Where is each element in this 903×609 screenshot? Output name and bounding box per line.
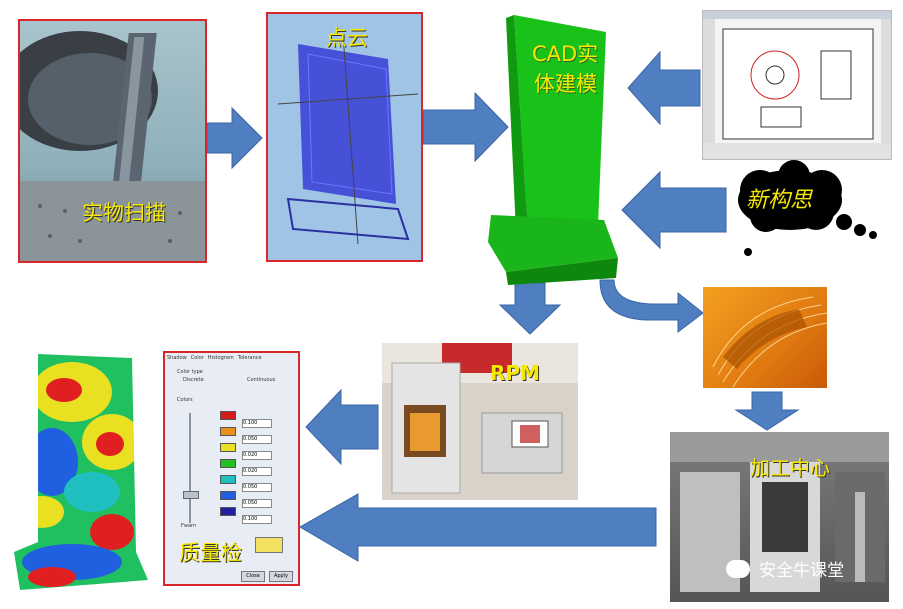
cad-model: CAD实 体建模 bbox=[486, 10, 618, 285]
point-cloud-label: 点云 bbox=[326, 26, 368, 50]
scan-label: 实物扫描 bbox=[82, 201, 166, 225]
swatch-list: 0.100 0.050 0.020 0.020 0.050 0.050 0.10… bbox=[220, 411, 290, 524]
swatch-value[interactable]: 0.100 bbox=[242, 419, 272, 428]
swatch-color[interactable] bbox=[220, 427, 236, 436]
arrow-left-long bbox=[299, 493, 657, 562]
close-button[interactable]: Close bbox=[241, 571, 265, 582]
arrow-left-1 bbox=[627, 50, 701, 126]
machining-center-image bbox=[670, 432, 889, 592]
arrow-down-1 bbox=[498, 282, 562, 335]
rpm-label: RPM bbox=[490, 361, 540, 385]
watermark: 安全牛课堂 bbox=[726, 556, 844, 581]
drawing-panel bbox=[702, 10, 892, 160]
colors-label: Colors bbox=[177, 397, 193, 403]
radio-continuous[interactable]: Continuous bbox=[247, 377, 276, 383]
swatch-row: 0.050 bbox=[220, 491, 290, 508]
cad-label-line2: 体建模 bbox=[534, 72, 597, 96]
point-cloud-image bbox=[277, 33, 419, 245]
swatch-color[interactable] bbox=[220, 475, 236, 484]
arrow-right-2 bbox=[422, 91, 509, 163]
rpm-machine-image bbox=[382, 343, 578, 494]
scan-panel: 实物扫描 bbox=[18, 19, 207, 263]
quality-label: 质量检 bbox=[179, 541, 242, 565]
swatch-value[interactable]: 0.050 bbox=[242, 435, 272, 444]
slider-label: Fwarn bbox=[181, 523, 197, 529]
swatch-row: 0.020 bbox=[220, 459, 290, 476]
cad-blade-image bbox=[488, 15, 618, 285]
arrow-left-2 bbox=[621, 170, 727, 250]
slider-handle[interactable] bbox=[183, 491, 199, 499]
cam-image bbox=[712, 296, 827, 388]
radio-discrete[interactable]: Discrete bbox=[183, 377, 204, 383]
arrow-right-1 bbox=[206, 106, 263, 170]
swatch-color[interactable] bbox=[220, 411, 236, 420]
swatch-value[interactable]: 0.100 bbox=[242, 515, 272, 524]
tab-tolerance[interactable]: Tolerance bbox=[237, 355, 262, 361]
swatch-color[interactable] bbox=[220, 459, 236, 468]
new-idea-bubble: 新构思 bbox=[732, 160, 900, 270]
tab-histogram[interactable]: Histogram bbox=[207, 355, 234, 361]
mini-legend bbox=[255, 537, 283, 553]
swatch-row: 0.100 bbox=[220, 411, 290, 428]
swatch-color[interactable] bbox=[220, 507, 236, 516]
wechat-icon bbox=[726, 559, 750, 578]
machining-center-panel: 加工中心 安全牛课堂 bbox=[670, 432, 889, 602]
point-cloud-panel: 点云 bbox=[266, 12, 423, 262]
new-idea-label: 新构思 bbox=[746, 188, 813, 213]
machining-center-label: 加工中心 bbox=[750, 456, 830, 480]
color-type-label: Color type bbox=[177, 369, 203, 375]
rpm-panel: RPM bbox=[382, 343, 578, 500]
dialog-tabs: Shadow Color Histogram Tolerance bbox=[167, 355, 297, 367]
watermark-label: 安全牛课堂 bbox=[759, 561, 845, 581]
scanner-image bbox=[20, 31, 205, 261]
apply-button[interactable]: Apply bbox=[269, 571, 293, 582]
slider-track[interactable] bbox=[189, 413, 191, 523]
quality-dialog-panel: Shadow Color Histogram Tolerance Color t… bbox=[163, 351, 300, 586]
arrow-down-2 bbox=[734, 391, 800, 431]
arrow-curve bbox=[599, 279, 704, 334]
cam-panel bbox=[703, 287, 827, 388]
heatmap-blade-image bbox=[14, 354, 148, 590]
swatch-row: 0.050 bbox=[220, 427, 290, 444]
swatch-color[interactable] bbox=[220, 491, 236, 500]
swatch-value[interactable]: 0.050 bbox=[242, 483, 272, 492]
swatch-color[interactable] bbox=[220, 443, 236, 452]
drawing-image bbox=[703, 11, 891, 159]
swatch-row: 0.100 bbox=[220, 507, 290, 524]
tab-color[interactable]: Color bbox=[190, 355, 204, 361]
thought-cloud-icon bbox=[738, 160, 877, 256]
tab-shadow[interactable]: Shadow bbox=[167, 355, 187, 361]
cad-label-line1: CAD实 bbox=[532, 42, 599, 66]
arrow-left-3 bbox=[305, 388, 379, 466]
swatch-value[interactable]: 0.020 bbox=[242, 467, 272, 476]
swatch-value[interactable]: 0.050 bbox=[242, 499, 272, 508]
swatch-row: 0.050 bbox=[220, 475, 290, 492]
heatmap-blade bbox=[12, 352, 152, 592]
swatch-value[interactable]: 0.020 bbox=[242, 451, 272, 460]
swatch-row: 0.020 bbox=[220, 443, 290, 460]
